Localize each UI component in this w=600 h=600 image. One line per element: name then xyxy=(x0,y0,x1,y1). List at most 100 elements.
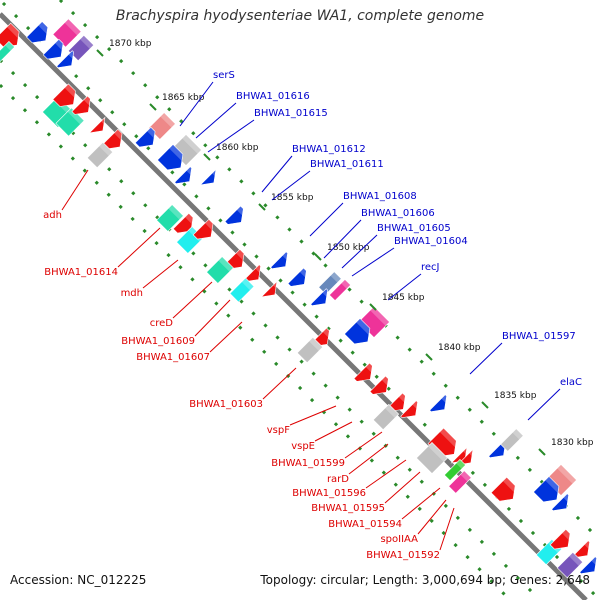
scale-label: 1830 kbp xyxy=(551,438,594,448)
label-leader-line xyxy=(469,342,503,375)
gene-shade xyxy=(235,249,245,261)
reverse-gene-label: adh xyxy=(43,210,62,221)
forward-gene-label: BHWA1_01615 xyxy=(254,108,328,119)
reverse-gene-label: BHWA1_01594 xyxy=(328,519,402,530)
gene-shade xyxy=(5,41,15,51)
gene-shade xyxy=(68,50,74,59)
gene-feature xyxy=(369,375,389,395)
forward-gene-label: BHWA1_01606 xyxy=(361,208,435,219)
gene-shade xyxy=(398,392,406,403)
gene-feature xyxy=(500,428,524,452)
gene-feature xyxy=(551,493,569,511)
forward-gene-label: BHWA1_01611 xyxy=(310,159,384,170)
label-leader-line xyxy=(262,367,297,400)
gene-feature xyxy=(310,288,328,306)
gene-shade xyxy=(54,39,64,51)
scale-label: 1860 kbp xyxy=(216,143,259,153)
label-leader-line xyxy=(314,421,353,442)
gene-feature xyxy=(549,528,571,550)
guide-dotted-line xyxy=(0,58,542,600)
reverse-gene-label: spoIIAA xyxy=(380,534,418,545)
forward-gene-label: recJ xyxy=(421,262,440,273)
gene-feature xyxy=(400,400,418,418)
gene-shade xyxy=(113,129,123,141)
gene-shade xyxy=(218,256,234,272)
gene-shade xyxy=(502,477,516,493)
gene-shade xyxy=(322,288,328,297)
label-leader-line xyxy=(387,273,422,301)
gene-shade xyxy=(273,281,277,289)
scale-label: 1870 kbp xyxy=(109,39,152,49)
genome-backbone xyxy=(0,12,588,600)
scale-tick xyxy=(425,353,433,361)
label-leader-line xyxy=(194,299,231,337)
guide-dotted-line xyxy=(0,83,512,600)
gene-shade xyxy=(168,204,184,220)
gene-feature xyxy=(156,204,184,232)
gene-feature xyxy=(579,556,597,574)
gene-shade xyxy=(463,447,467,455)
gene-feature xyxy=(71,95,91,115)
gene-feature xyxy=(192,218,214,240)
label-leader-line xyxy=(61,169,89,211)
label-leader-line xyxy=(401,487,441,520)
gene-feature xyxy=(134,126,156,148)
scale-tick xyxy=(203,153,211,161)
scale-label: 1845 kbp xyxy=(382,293,425,303)
gene-shade xyxy=(341,279,351,289)
gene-feature xyxy=(224,205,244,225)
scale-tick xyxy=(369,303,377,311)
scale-tick xyxy=(258,203,266,211)
gene-shade xyxy=(591,556,597,565)
gene-feature xyxy=(157,144,184,171)
gene-shade xyxy=(169,144,183,162)
gene-shade xyxy=(204,219,214,231)
gene-shade xyxy=(365,362,373,373)
scale-tick xyxy=(149,103,157,111)
label-leader-line xyxy=(271,170,311,201)
gene-shade xyxy=(456,459,466,469)
gene-shade xyxy=(439,428,457,448)
gene-shade xyxy=(38,21,48,34)
gene-shade xyxy=(469,449,473,457)
gene-shade xyxy=(381,375,389,386)
gene-feature xyxy=(199,168,217,186)
reverse-gene-label: BHWA1_01596 xyxy=(292,488,366,499)
scale-label: 1865 kbp xyxy=(162,93,205,103)
genome-title: Brachyspira hyodysenteriae WA1, complete… xyxy=(115,8,485,24)
gene-shade xyxy=(412,400,418,409)
gene-feature xyxy=(443,458,467,482)
gene-shade xyxy=(584,540,590,549)
reverse-gene-label: BHWA1_01603 xyxy=(189,399,263,410)
gene-shade xyxy=(160,112,176,128)
gene-feature xyxy=(88,116,106,134)
forward-gene-label: serS xyxy=(213,70,235,81)
label-leader-line xyxy=(142,259,179,289)
gene-shade xyxy=(428,442,448,462)
gene-shade xyxy=(322,327,330,338)
gene-shade xyxy=(101,117,105,125)
gene-feature xyxy=(148,112,176,140)
scale-tick xyxy=(314,253,322,261)
gene-shade xyxy=(557,464,577,484)
gene-feature xyxy=(353,362,373,382)
forward-gene-label: elaC xyxy=(560,377,582,388)
reverse-gene-label: BHWA1_01607 xyxy=(136,352,210,363)
gene-shade xyxy=(330,271,342,283)
scale-tick xyxy=(538,448,546,456)
label-leader-line xyxy=(195,102,237,139)
label-leader-line xyxy=(209,321,243,353)
gene-shade xyxy=(563,493,569,502)
gene-feature xyxy=(0,40,16,64)
reverse-gene-label: BHWA1_01599 xyxy=(271,458,345,469)
gene-feature xyxy=(206,256,234,284)
gene-shade xyxy=(356,318,370,336)
reverse-gene-label: vspE xyxy=(291,441,315,452)
gene-shade xyxy=(299,267,307,278)
gene-shade xyxy=(370,306,390,326)
scale-label: 1850 kbp xyxy=(327,243,370,253)
label-leader-line xyxy=(351,247,395,277)
scale-tick xyxy=(481,401,489,409)
reverse-gene-label: mdh xyxy=(121,288,143,299)
